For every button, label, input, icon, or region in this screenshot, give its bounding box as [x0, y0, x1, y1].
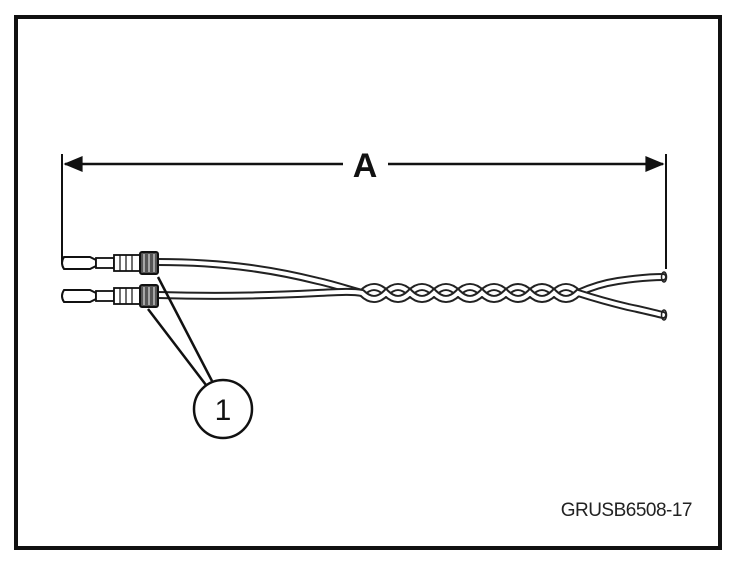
callout-number: 1	[215, 394, 232, 427]
callout-1: 1	[147, 276, 254, 440]
dimension-a: A	[61, 147, 667, 269]
lower-wire-end	[660, 309, 668, 321]
terminal-connector-icon	[61, 284, 159, 308]
wire-diagram: A	[61, 147, 668, 440]
leader-line-upper	[156, 276, 214, 382]
callout-circle	[192, 378, 254, 440]
dimension-label-a: A	[353, 147, 378, 185]
leader-line-lower	[147, 308, 207, 386]
upper-wire-end	[660, 271, 668, 283]
figure-code: GRUSB6508-17	[560, 500, 693, 521]
diagram-frame: A	[14, 15, 722, 550]
terminal-connector-icon	[61, 251, 159, 275]
twisted-pair-wire-icon	[154, 258, 668, 321]
